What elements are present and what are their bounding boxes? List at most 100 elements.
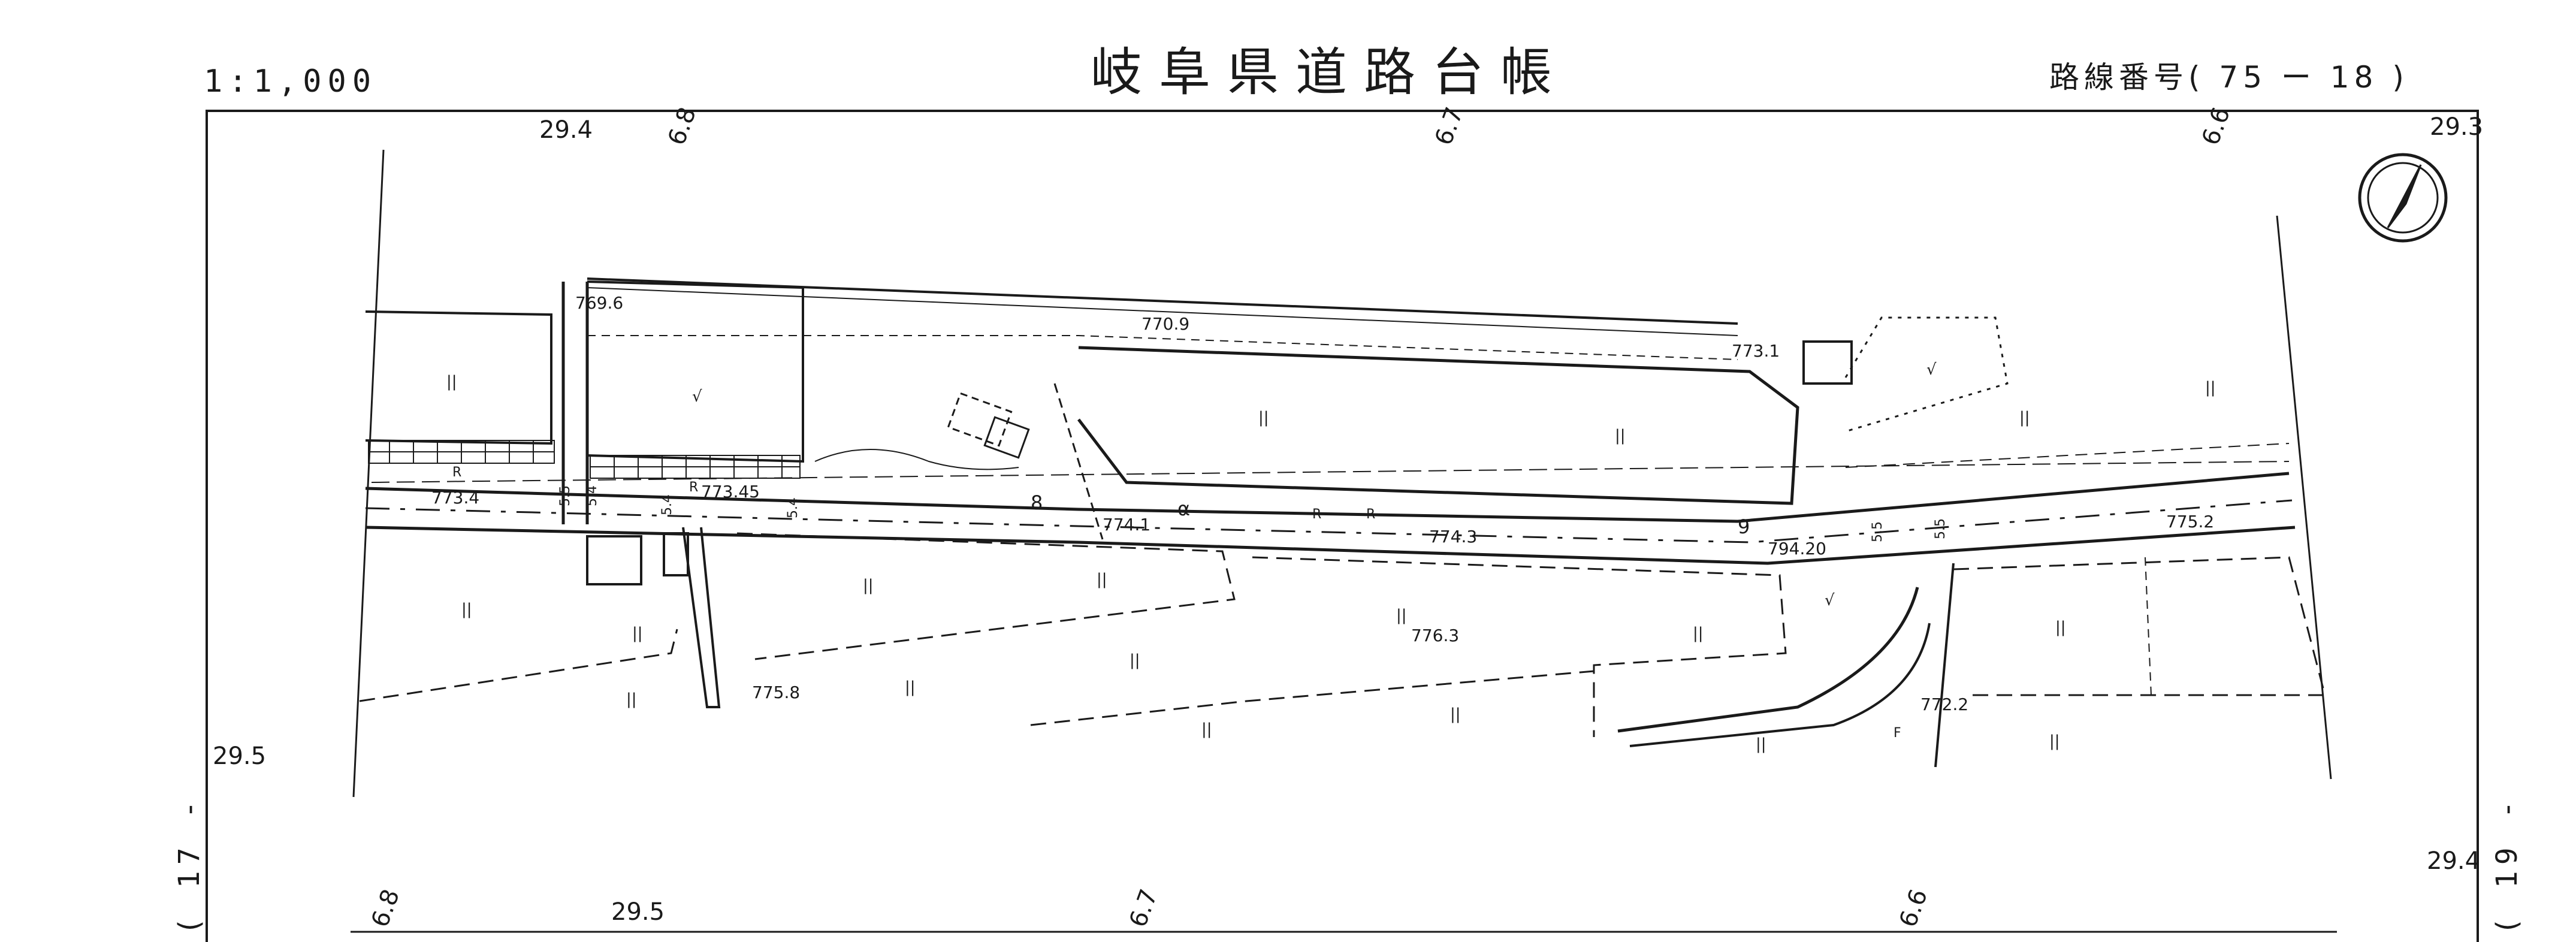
grid-label-bottom-0: 6.8 [366,886,405,931]
parcel-north-east-dotted [1844,316,2009,433]
elevation-10: 775.8 [752,683,800,702]
small-mark-2: R [1312,507,1321,522]
road-centerline [365,499,2293,544]
north-lot-lines [587,335,1738,360]
parcel-mark-9: || [626,690,637,708]
south-east-side-road [1934,563,1955,768]
small-mark-3: R [1366,507,1375,522]
diagonal-lot-line [1053,383,1104,540]
parcel-mark-16: || [1450,705,1461,723]
grid-label-bottom-1: 29.5 [611,898,665,926]
building-north-east [1802,340,1853,385]
parcel-mark-21: √ [1825,591,1835,609]
elevation-7: 794.20 [1768,539,1826,558]
south-east-lot-split [2145,557,2152,696]
road-width-1: 5.4 [585,485,600,506]
hatched-strip-center [590,455,801,479]
parcel-mark-8: || [632,624,643,642]
parcel-mark-5: || [2019,409,2030,427]
parcel-mark-17: || [1693,624,1704,642]
grid-label-left: 29.5 [213,742,266,770]
building-south-small [663,532,689,576]
map-scale: 1:1,000 [204,64,378,99]
elevation-11: 772.2 [1920,695,1968,714]
north-east-lot-line [1845,443,2290,468]
parcel-mark-10: || [863,576,874,594]
parcel-south-a [736,532,1236,660]
parcel-mark-6: || [2205,379,2216,397]
elevation-0: 769.6 [575,293,623,313]
small-marks: R R R R F [452,465,1901,741]
hatched-strip-west [368,440,555,464]
road-width-3: 5.4 [786,497,801,518]
road-width-labels: 5.5 5.4 5.4 5.4 5.5 5.5 [558,485,1948,542]
building-dashed [947,392,1013,447]
grid-label-right: 29.4 [2427,847,2480,875]
elevation-6: 774.3 [1429,527,1477,547]
parcel-mark-0: || [446,373,457,391]
elevation-4: 773.45 [701,482,760,502]
parcel-mark-13: || [1130,651,1140,669]
building-south-west [586,535,642,585]
parcel-north-center [1077,346,1799,505]
map-frame [206,110,2479,942]
elevation-5: 774.1 [1103,515,1150,535]
elevation-2: 773.1 [1732,341,1780,361]
parcel-south-east [1953,556,2326,696]
grid-labels: 29.4 6.8 6.7 6.6 29.3 29.5 29.4 6.8 29.5… [213,104,2483,931]
parcel-mark-12: || [905,678,916,696]
building-small-solid [983,416,1030,459]
road-north-edge [365,472,2290,523]
north-arrow-icon [2358,153,2448,243]
parcel-mark-19: || [2055,618,2066,636]
road-width-5: 5.5 [1933,518,1948,539]
parcel-mark-2: || [1258,409,1269,427]
road-code-1: α [1177,497,1190,520]
grid-label-bottom-3: 6.6 [1894,886,1933,931]
parcel-south-center [1252,556,1787,737]
road-code-2: 9 [1738,515,1750,538]
route-number: 路線番号( 75 ー 18 ) [2049,60,2409,95]
side-road-south [682,527,721,708]
grid-label-top-0: 29.4 [539,116,593,144]
elevation-8: 775.2 [2166,512,2214,532]
parcel-mark-1: √ [692,388,702,406]
sheet-title: 岐阜県道路台帳 [1091,43,1569,102]
grid-label-top-4: 29.3 [2430,113,2483,141]
parcel-mark-11: || [1097,570,1107,588]
parcel-mark-20: || [2049,732,2060,750]
stream-line [814,449,1019,470]
north-fence-inner [587,287,1738,336]
road-south-edge [365,526,2296,565]
parcel-south-west [359,629,678,702]
road-width-0: 5.5 [558,485,573,506]
parcel-mark-3: || [1615,427,1626,445]
road-width-2: 5.4 [660,494,675,515]
road-code-labels: 8 α 9 [1031,491,1750,538]
road-width-4: 5.5 [1870,521,1885,542]
north-fence-line [587,277,1738,325]
parcel-mark-15: || [1396,606,1407,624]
elevation-1: 770.9 [1141,314,1189,334]
west-survey-line [352,149,385,798]
elevation-3: 773.4 [431,488,479,508]
grid-label-bottom-2: 6.7 [1124,886,1163,931]
south-lot-line [1030,670,1594,726]
parcel-mark-4: √ [1926,361,1937,379]
curved-road-outer [1617,587,1919,733]
elevation-points: 769.6 770.9 773.1 773.4 773.45 774.1 774… [431,293,2214,714]
small-mark-4: F [1894,726,1901,741]
curved-road-inner [1629,623,1931,747]
elevation-9: 776.3 [1411,626,1459,645]
parcel-mark-7: || [461,600,472,618]
small-mark-1: R [689,480,698,495]
parcel-marks: || √ || || √ || || || || || || || || || … [446,361,2216,753]
small-mark-0: R [452,465,461,480]
parcel-mark-18: || [1756,735,1766,753]
road-north-setback [371,461,2290,483]
road-code-0: 8 [1031,491,1043,514]
parcel-north-west [365,310,552,445]
parcel-north-a [587,280,804,463]
